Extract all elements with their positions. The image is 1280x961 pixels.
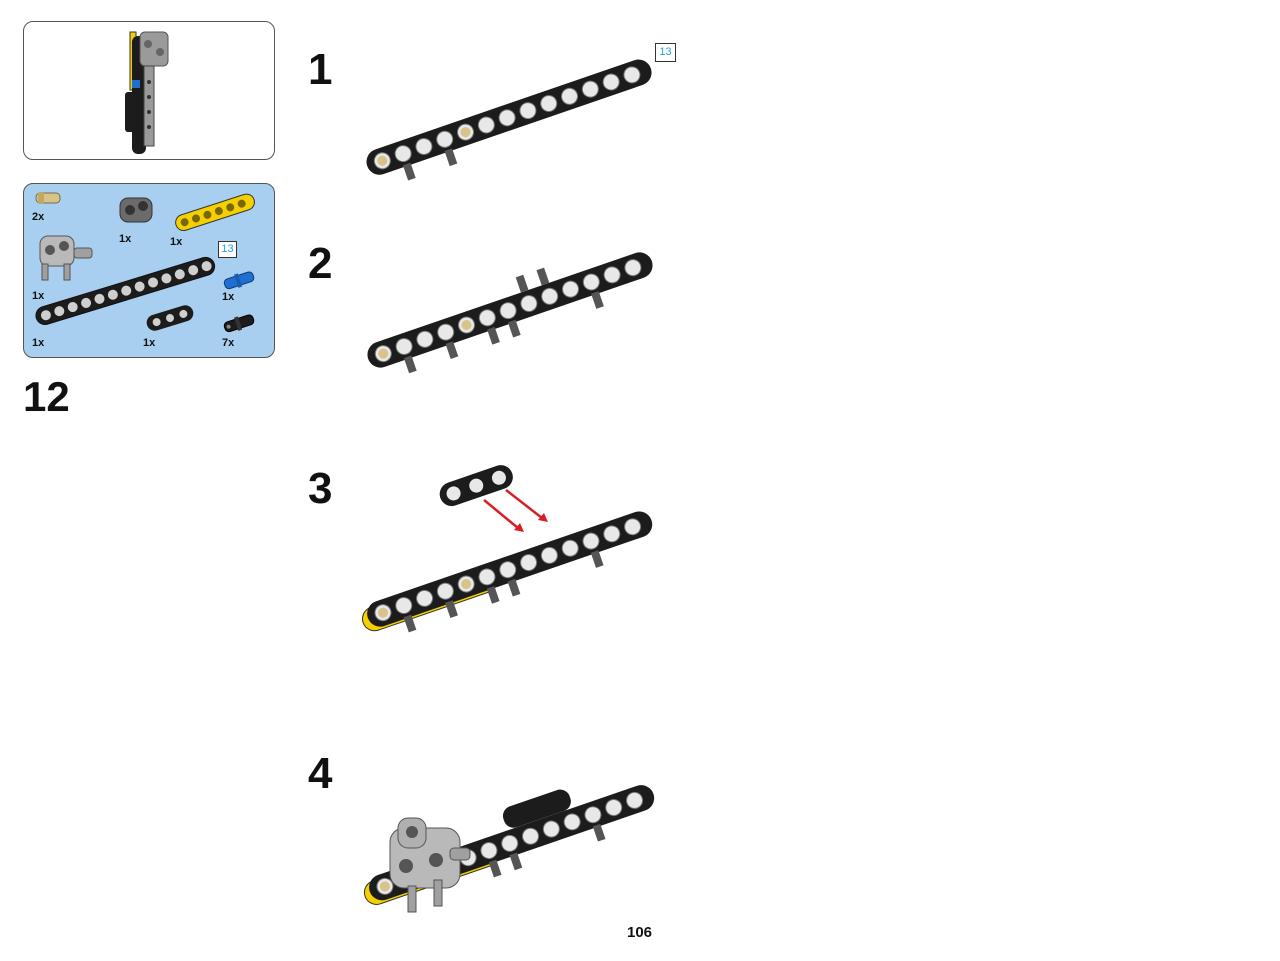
black-beam-13-image [35,256,216,326]
part-qty: 7x [222,337,235,349]
assembly-preview-box [23,21,275,160]
beam-length-ref: 13 [655,43,676,62]
part-qty: 1x [119,233,132,245]
step-number: 2 [308,239,333,288]
tan-axle-pin-image [35,192,61,204]
blue-pin-image [223,271,255,290]
part-qty: 1x [32,290,45,302]
step-number: 3 [308,464,333,513]
step-1-illustration [366,59,652,181]
step-4-illustration [363,785,655,913]
page-number: 106 [627,924,653,941]
part-qty: 1x [143,337,156,349]
part-qty: 1x [222,291,235,303]
part-qty: 1x [32,337,45,349]
dark-gray-connector-image [119,197,153,223]
main-step-number: 12 [23,373,70,420]
part-length-ref: 13 [218,241,237,258]
step-3-illustration [361,465,653,633]
assembly-preview-image [125,31,169,154]
black-friction-pin-image [223,314,255,333]
part-qty: 1x [170,236,183,248]
parts-list-box: 2x 1x 1x 1x [23,183,275,358]
step-number: 1 [308,45,333,94]
step-number: 4 [308,749,333,798]
black-beam-3-image [146,305,194,331]
step-2-illustration [367,252,653,374]
yellow-beam-image [175,193,255,232]
light-gray-hub-image [39,235,93,281]
part-qty: 2x [32,211,45,223]
